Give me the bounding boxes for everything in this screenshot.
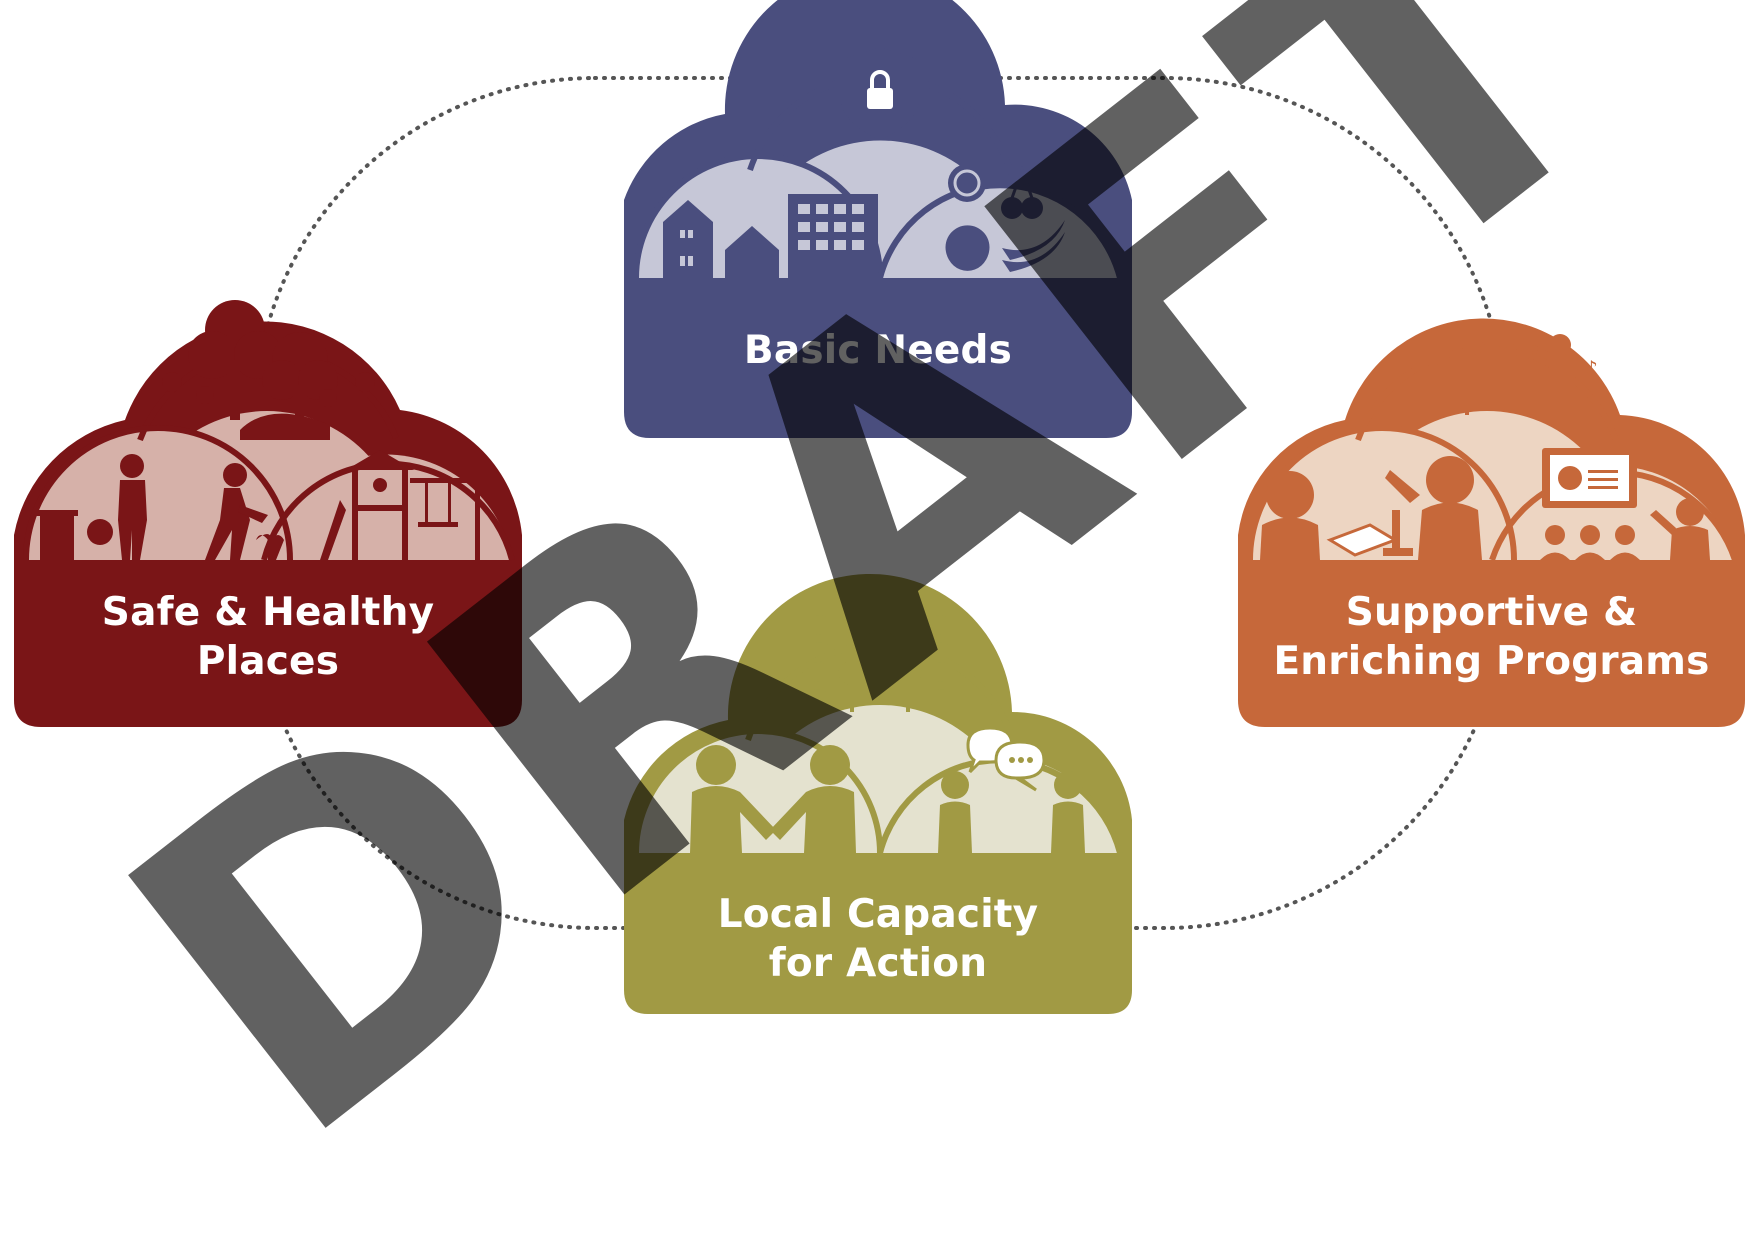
gardening-people-icon bbox=[36, 454, 284, 560]
local-capacity-label-line-1: Local Capacity bbox=[717, 892, 1039, 937]
trees-icon bbox=[162, 300, 375, 440]
fruit-icon bbox=[945, 164, 1065, 272]
safe-healthy-label-line-1: Safe & Healthy bbox=[101, 590, 435, 635]
svg-text:♪: ♪ bbox=[1473, 336, 1487, 361]
svg-text:♪: ♪ bbox=[1585, 356, 1598, 380]
shield-lock-icon bbox=[840, 47, 920, 140]
local-capacity-node bbox=[624, 573, 1132, 1014]
local-capacity-label: Local Capacity for Action bbox=[624, 890, 1132, 988]
playground-icon bbox=[320, 450, 480, 560]
svg-text:♪: ♪ bbox=[1527, 341, 1540, 365]
safe-healthy-label: Safe & Healthy Places bbox=[14, 588, 522, 686]
basic-needs-label-line-1: Basic Needs bbox=[743, 328, 1013, 373]
local-capacity-label-line-2: for Action bbox=[768, 941, 988, 986]
science-class-icon bbox=[1260, 456, 1482, 560]
supportive-label-line-2: Enriching Programs bbox=[1273, 639, 1710, 684]
diagram-canvas: ♪ ♪ ♪ bbox=[14, 0, 1745, 1014]
supportive-label-line-1: Supportive & bbox=[1345, 590, 1638, 635]
supportive-node: ♪ ♪ ♪ bbox=[1238, 318, 1745, 727]
meeting-table-icon bbox=[802, 602, 958, 712]
safe-healthy-node bbox=[14, 300, 522, 727]
dancing-seniors-icon: ♪ ♪ ♪ bbox=[1416, 324, 1598, 415]
handshake-icon bbox=[690, 745, 856, 853]
supportive-label: Supportive & Enriching Programs bbox=[1238, 588, 1745, 686]
classroom-screen-icon bbox=[1540, 448, 1710, 560]
conversation-icon bbox=[938, 726, 1085, 853]
basic-needs-node bbox=[624, 0, 1132, 438]
safe-healthy-label-line-2: Places bbox=[196, 639, 340, 684]
basic-needs-label: Basic Needs bbox=[624, 326, 1132, 375]
